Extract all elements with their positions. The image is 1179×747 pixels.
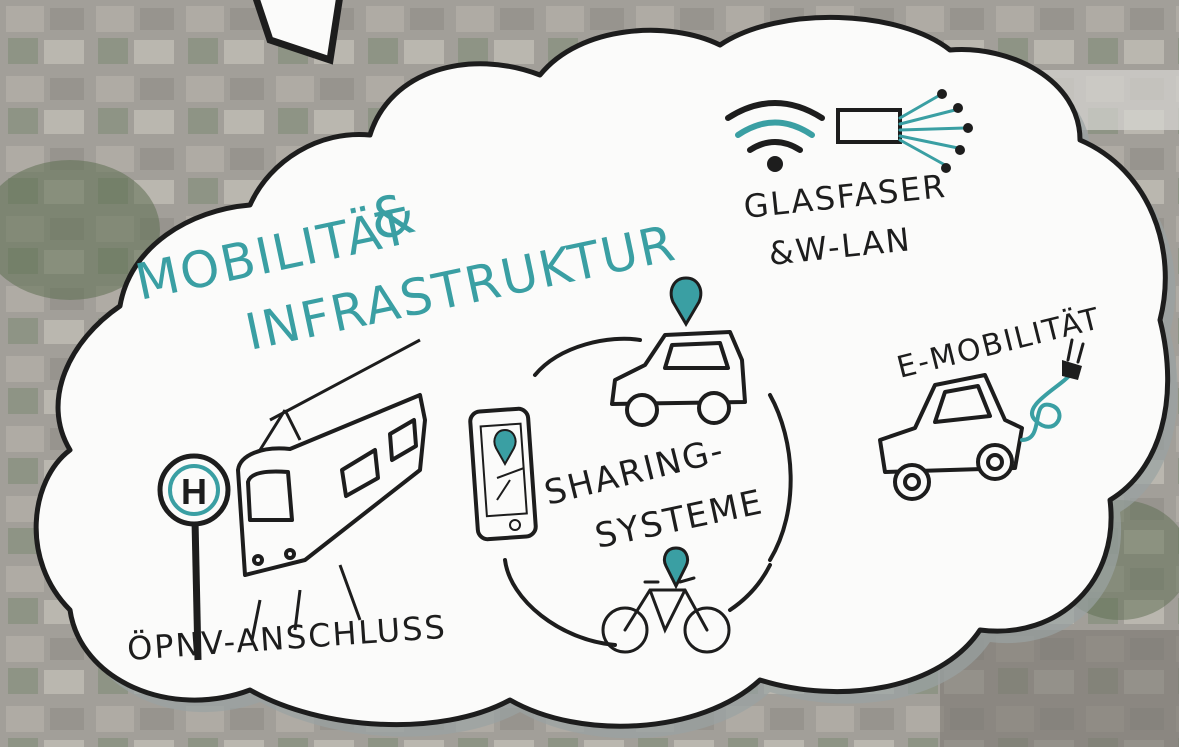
fiber-optic-icon bbox=[836, 89, 973, 173]
location-pin-icon bbox=[669, 276, 703, 327]
bicycle-icon bbox=[601, 576, 731, 654]
speech-box-fragment bbox=[252, 0, 343, 65]
location-pin-icon-bike bbox=[662, 546, 690, 590]
bus-stop-sign-icon: H bbox=[157, 453, 231, 661]
tram-icon bbox=[236, 338, 427, 641]
bus-stop-letter: H bbox=[181, 471, 207, 512]
electric-car-icon bbox=[878, 373, 1024, 501]
plug-icon bbox=[1020, 338, 1085, 442]
smartphone-icon bbox=[468, 406, 538, 542]
wifi-icon bbox=[725, 100, 825, 172]
car-icon bbox=[610, 330, 747, 427]
sharing-cycle-arcs bbox=[503, 336, 793, 647]
